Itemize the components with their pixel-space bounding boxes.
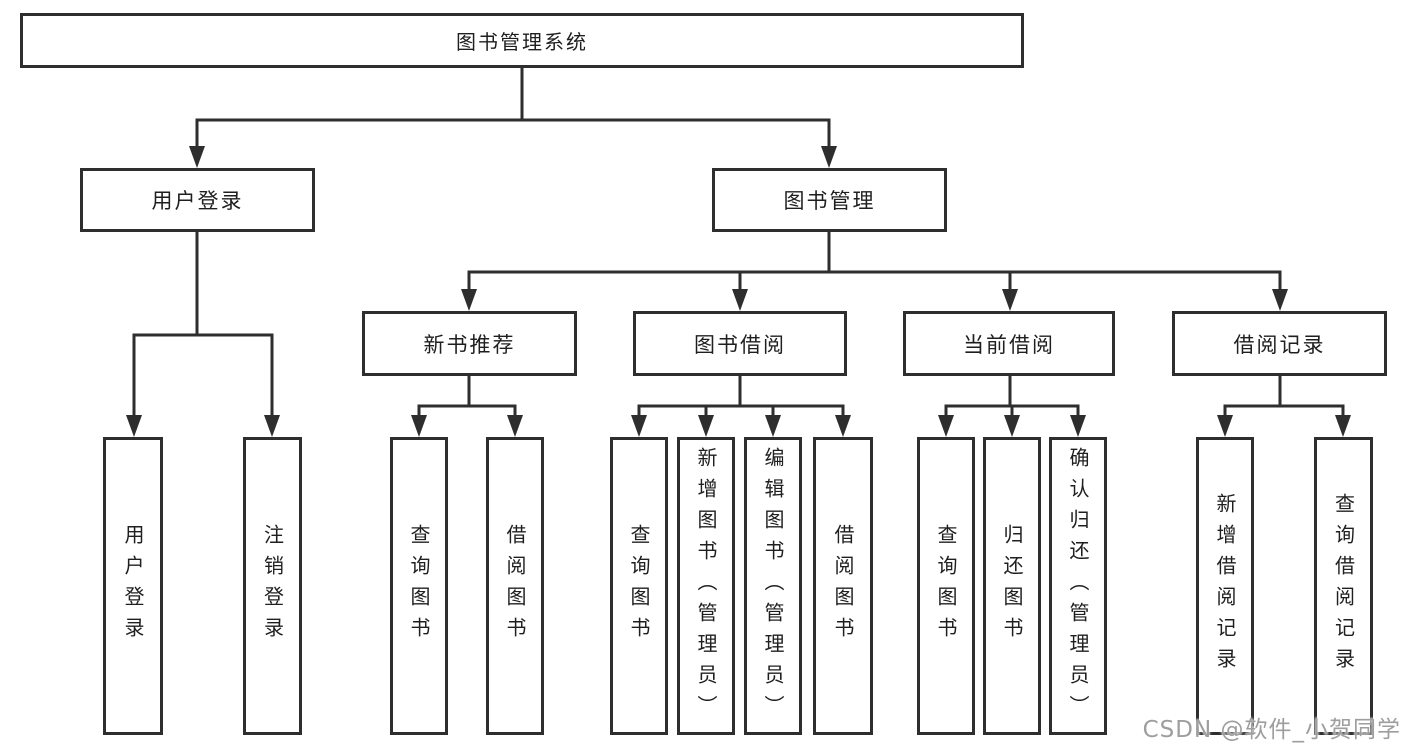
leaf-label: 新增借阅记录: [1213, 493, 1237, 679]
leaf-label: 查询借阅记录: [1331, 493, 1356, 679]
leaf-query-books-recommend: 查询图书: [390, 437, 448, 735]
node-label: 当前借阅: [963, 332, 1055, 357]
node-new-book-recommendation: 新书推荐: [362, 311, 577, 376]
leaf-label: 注销登录: [260, 524, 285, 648]
leaf-add-borrow-record: 新增借阅记录: [1196, 437, 1254, 735]
node-book-management: 图书管理: [712, 168, 947, 232]
leaf-label: 确认归还（管理员）: [1066, 446, 1090, 726]
node-label: 用户登录: [151, 189, 244, 213]
node-label: 新书推荐: [423, 332, 516, 357]
leaf-label: 新增图书（管理员）: [694, 446, 718, 726]
watermark: CSDN @软件_小贺同学: [1142, 717, 1401, 743]
node-book-borrowing: 图书借阅: [633, 311, 847, 376]
node-user-login: 用户登录: [80, 168, 315, 232]
leaf-confirm-return-admin: 确认归还（管理员）: [1049, 437, 1107, 735]
leaf-borrow-books: 借阅图书: [813, 437, 873, 735]
leaf-label: 用户登录: [121, 524, 145, 648]
leaf-add-books-admin: 新增图书（管理员）: [677, 437, 735, 735]
leaf-label: 归还图书: [1000, 524, 1024, 648]
leaf-edit-books-admin: 编辑图书（管理员）: [744, 437, 802, 735]
leaf-user-login: 用户登录: [103, 437, 163, 735]
leaf-query-borrow-record: 查询借阅记录: [1314, 437, 1373, 735]
node-label: 图书管理: [783, 189, 876, 213]
node-label: 图书借阅: [694, 332, 786, 357]
leaf-label: 编辑图书（管理员）: [761, 446, 785, 726]
leaf-label: 查询图书: [627, 524, 651, 648]
leaf-label: 查询图书: [407, 524, 431, 648]
leaf-query-books-borrow: 查询图书: [610, 437, 668, 735]
node-label: 图书管理系统: [456, 30, 588, 54]
leaf-label: 查询图书: [934, 524, 958, 648]
arrowhead-icons: [126, 146, 1351, 437]
leaf-label: 借阅图书: [503, 524, 527, 648]
node-label: 借阅记录: [1233, 332, 1326, 357]
leaf-query-books-current: 查询图书: [917, 437, 975, 735]
leaf-label: 借阅图书: [831, 524, 855, 648]
node-current-borrowing: 当前借阅: [903, 311, 1115, 376]
leaf-borrow-books-recommend: 借阅图书: [486, 437, 544, 735]
node-borrowing-records: 借阅记录: [1172, 311, 1387, 376]
node-root: 图书管理系统: [20, 13, 1024, 68]
leaf-return-books: 归还图书: [983, 437, 1041, 735]
leaf-logout: 注销登录: [243, 437, 302, 735]
connector-line-segments: [132, 68, 1345, 419]
